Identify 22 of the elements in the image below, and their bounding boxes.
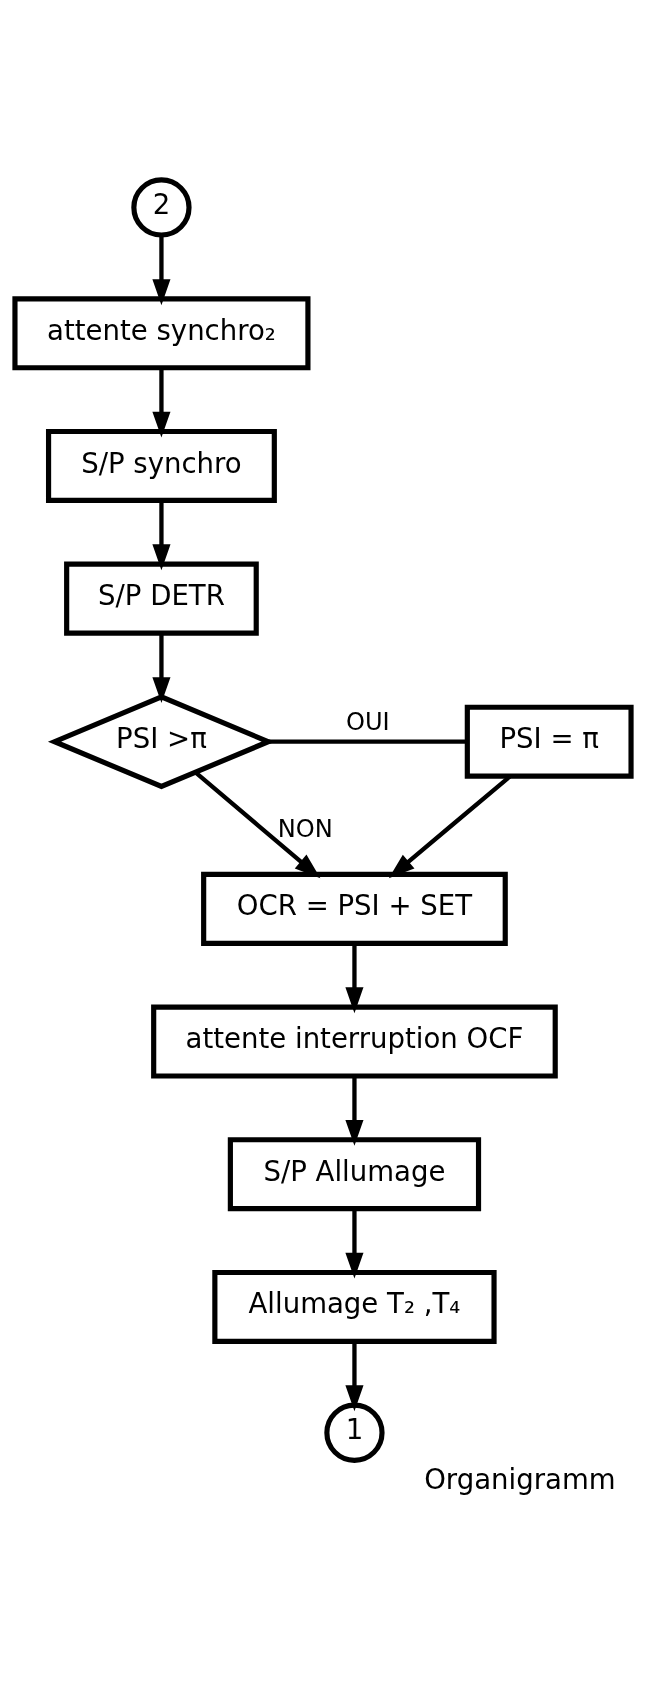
- arrow: [345, 1208, 364, 1279]
- node-box: S/P DETR: [64, 561, 259, 636]
- node-box: attente interruption OCF: [151, 1004, 558, 1079]
- node-box: PSI = π: [464, 704, 634, 779]
- edge-label: NON: [277, 814, 333, 843]
- node-circle: 1: [324, 1402, 385, 1463]
- node-box: S/P synchro: [46, 428, 277, 503]
- arrow: [194, 770, 321, 878]
- node-circle: 2: [131, 176, 192, 238]
- arrow: [345, 1076, 364, 1146]
- node-box: S/P Allumage: [227, 1136, 482, 1211]
- arrow: [152, 500, 171, 570]
- node-box: OCR = PSI + SET: [201, 871, 508, 946]
- node-box: Allumage T₂ ,T₄: [212, 1269, 497, 1344]
- node-box: attente synchro₂: [12, 295, 311, 370]
- edge-label: OUI: [345, 707, 390, 736]
- arrow: [152, 367, 171, 438]
- caption: Organigramm: [424, 1462, 616, 1496]
- arrow: [152, 234, 171, 305]
- arrow: [345, 943, 364, 1013]
- arrow: [152, 632, 171, 703]
- connector: [268, 739, 468, 744]
